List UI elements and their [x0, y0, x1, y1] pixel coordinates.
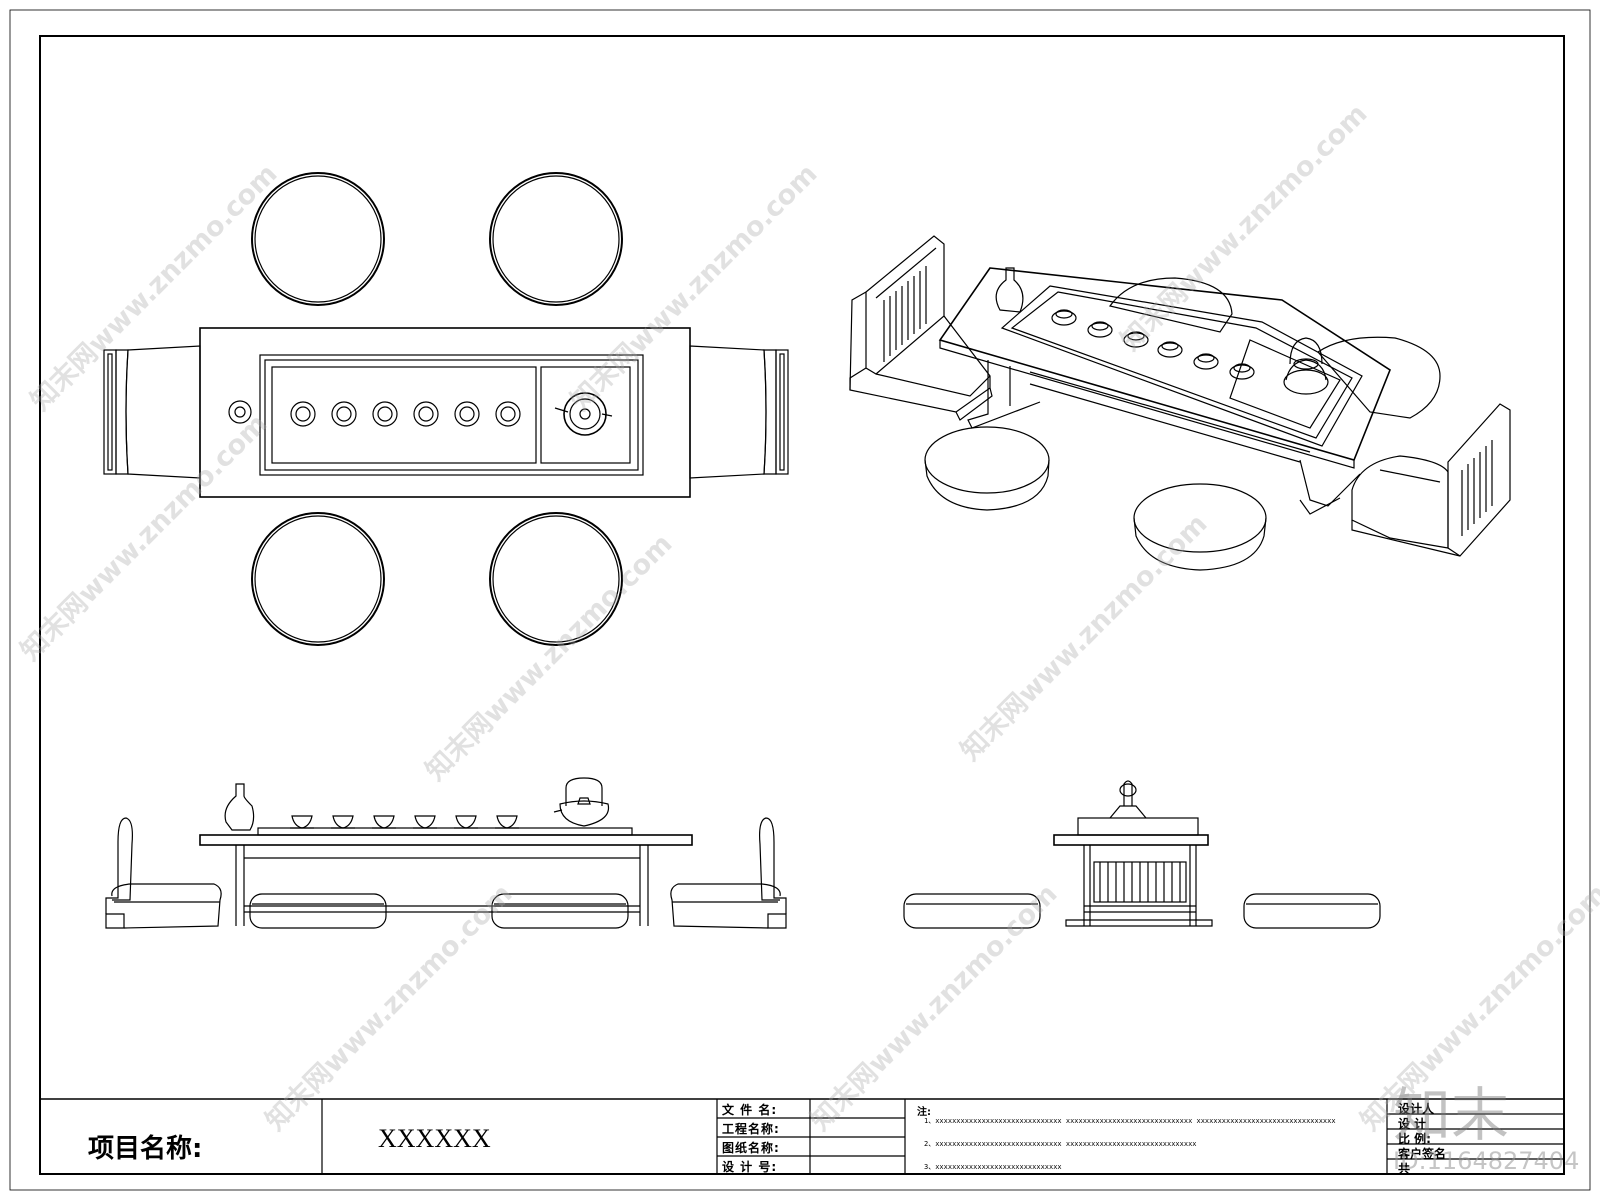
design-number-label: 设 计 号:: [722, 1160, 778, 1174]
note-line-2: 2、xxxxxxxxxxxxxxxxxxxxxxxxxxxxxx xxxxxxx…: [924, 1140, 1197, 1148]
drawing-name-label: 图纸名称:: [722, 1141, 780, 1155]
total-sheets-label: 共: [1398, 1162, 1411, 1176]
design-label: 设 计: [1398, 1117, 1427, 1131]
iso-cushion-front-left: [924, 426, 1050, 511]
project-name-value: XXXXXX: [378, 1124, 491, 1153]
plan-chair-left: [103, 345, 201, 479]
elev-chair-right: [759, 817, 787, 914]
drawing-frame: [39, 35, 1565, 1175]
plan-tea-cups: [290, 401, 521, 427]
plan-cushion-top-right: [489, 172, 623, 306]
iso-chair-right: [1351, 403, 1511, 557]
elev-tea-cups: [290, 815, 519, 829]
iso-vase: [995, 267, 1024, 313]
elev-vase: [224, 783, 255, 831]
elev-teapot: [553, 777, 610, 827]
note-line-1: 1、xxxxxxxxxxxxxxxxxxxxxxxxxxxxxx xxxxxxx…: [924, 1117, 1336, 1125]
isometric-view: [849, 235, 1511, 571]
front-elevation: [105, 777, 787, 929]
iso-cushion-front-right: [1133, 483, 1267, 571]
image-id: ID:1164827404: [1393, 1147, 1580, 1175]
side-elevation: [903, 780, 1381, 929]
plan-cushion-top-left: [251, 172, 385, 306]
iso-chair-left: [849, 235, 993, 421]
title-block-grid: [40, 1098, 1564, 1174]
elev-cushions: [249, 893, 629, 929]
brand-logo: 知末: [1393, 1081, 1510, 1149]
elev-table-top: [199, 834, 693, 846]
outer-border: [9, 9, 1591, 1191]
plan-table-top: [199, 327, 691, 498]
plan-view: [103, 172, 789, 646]
side-cushion-left: [903, 893, 1041, 929]
file-name-label: 文 件 名:: [722, 1103, 778, 1117]
iso-teapot: [1283, 337, 1329, 395]
project-name-label: 项目名称:: [88, 1134, 203, 1164]
iso-tea-cups: [1051, 309, 1255, 380]
plan-vase: [228, 400, 252, 424]
side-table: [1053, 780, 1213, 927]
plan-cushion-bottom-left: [251, 512, 385, 646]
plan-cushion-bottom-right: [489, 512, 623, 646]
iso-table: [938, 267, 1391, 515]
plan-tea-tray: [259, 354, 644, 476]
plan-chair-right: [689, 345, 789, 479]
note-line-3: 3、xxxxxxxxxxxxxxxxxxxxxxxxxxxxxx: [924, 1163, 1062, 1171]
notes-title: 注:: [917, 1107, 931, 1118]
elev-chair-left: [105, 817, 133, 914]
client-signature-label: 客户签名: [1398, 1147, 1447, 1161]
plan-teapot: [554, 392, 613, 436]
scale-label: 比 例:: [1398, 1132, 1431, 1146]
designer-label: 设计人: [1398, 1102, 1435, 1116]
side-cushion-right: [1243, 893, 1381, 929]
project-title-label: 工程名称:: [722, 1122, 780, 1136]
